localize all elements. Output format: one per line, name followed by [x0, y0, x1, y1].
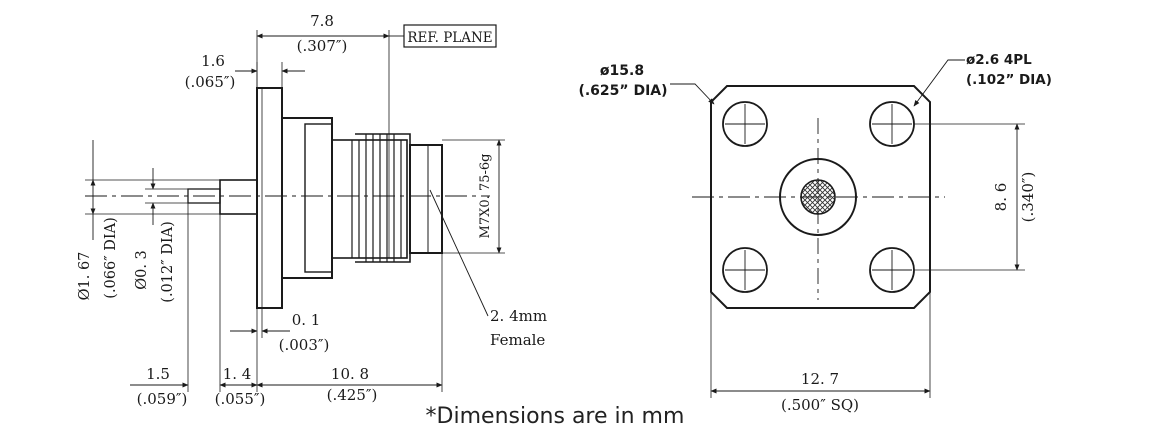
dim-pin-dia-inch-label: (.066″ DIA) [103, 217, 119, 298]
dim-flange-label: 1.6 [201, 52, 225, 70]
connector-gender-label: Female [490, 331, 545, 349]
thread-section [331, 139, 408, 259]
flange-square [710, 85, 931, 309]
dim-tip-dia-label: Ø0. 3 [134, 250, 150, 290]
dim-overall-label: 7.8 [310, 12, 334, 30]
pin-body [219, 179, 258, 215]
side-view [85, 24, 505, 392]
dim-tip-dia-inch-label: (.012″ DIA) [160, 221, 176, 302]
dim-circle-inch-label: (.625” DIA) [578, 83, 667, 99]
flange [256, 87, 283, 309]
dim-flange-inch-label: (.065″) [185, 73, 236, 91]
thread-lines [351, 134, 402, 262]
dim-spacing-label: 8. 6 [992, 183, 1010, 212]
dim-b-label: 1. 4 [223, 365, 252, 383]
connector-body [281, 117, 333, 279]
dim-a-label: 1.5 [146, 365, 170, 383]
dim-hole-inch-label: (.102” DIA) [966, 72, 1052, 88]
dim-c-inch-label: (.425″) [327, 386, 378, 404]
ref-plane-label: REF. PLANE [407, 30, 492, 46]
dimensions-footnote: *Dimensions are in mm [425, 404, 685, 429]
dim-square-label: 12. 7 [801, 370, 839, 388]
dim-hole-label: ø2.6 4PL [966, 52, 1032, 68]
thread-spec-label: M7X0. 75-6g [478, 154, 493, 239]
dim-gap-inch-label: (.003″) [279, 336, 330, 354]
connector-type-label: 2. 4mm [490, 307, 547, 325]
dim-b-inch-label: (.055″) [215, 390, 266, 408]
dim-a-inch-label: (.059″) [137, 390, 188, 408]
front-view [670, 59, 1025, 398]
dim-circle-label: ø15.8 [600, 63, 644, 79]
dim-square-inch-label: (.500″ SQ) [781, 396, 859, 414]
dim-pin-dia-label: Ø1. 67 [77, 252, 93, 301]
dim-overall-inch-label: (.307″) [297, 37, 348, 55]
dim-c-label: 10. 8 [331, 365, 369, 383]
front-nut [409, 144, 443, 254]
dim-gap-label: 0. 1 [292, 311, 321, 329]
dim-spacing-inch-label: (.340″) [1019, 172, 1037, 223]
